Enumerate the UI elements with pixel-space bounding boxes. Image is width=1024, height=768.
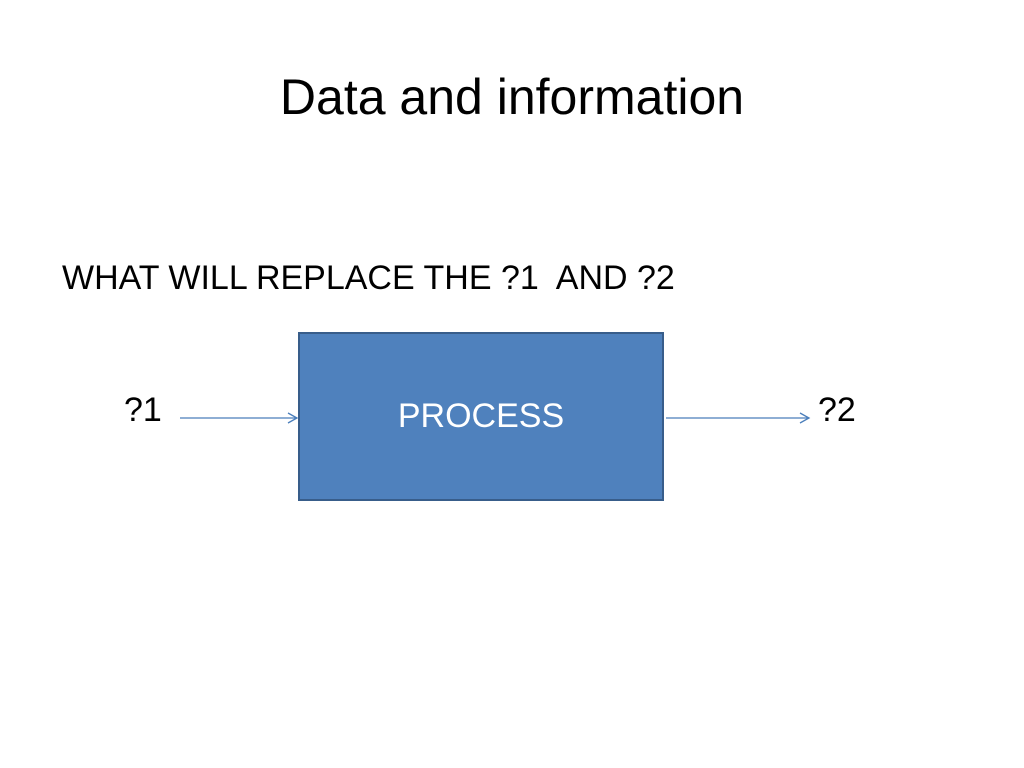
output-label: ?2 bbox=[818, 391, 856, 429]
input-label: ?1 bbox=[124, 391, 162, 429]
process-box: PROCESS bbox=[298, 332, 664, 501]
process-label: PROCESS bbox=[397, 397, 565, 435]
question-text: WHAT WILL REPLACE THE ?1 AND ?2 bbox=[62, 259, 675, 297]
slide-title: Data and information bbox=[279, 69, 745, 125]
